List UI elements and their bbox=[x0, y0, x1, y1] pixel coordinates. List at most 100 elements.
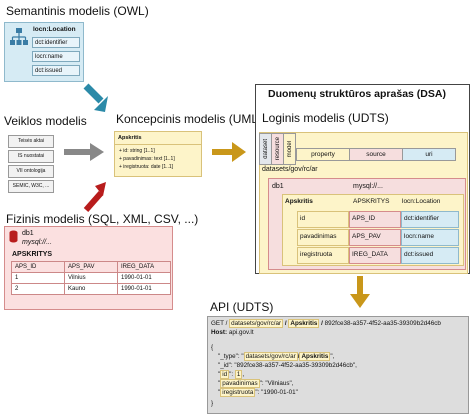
uri-cell-bg bbox=[401, 247, 459, 264]
prop-name: iregistruota bbox=[300, 251, 333, 258]
json-value: 1 bbox=[234, 370, 243, 379]
tab-uri: uri bbox=[402, 148, 456, 161]
model-uri: locn:Location bbox=[402, 198, 441, 205]
json-id2-line: "id": 1, bbox=[218, 370, 245, 379]
json-value: Vilniaus bbox=[267, 380, 290, 387]
dsa-title: Duomenų struktūros aprašas (DSA) bbox=[268, 88, 446, 100]
arrow-gold-head bbox=[232, 142, 246, 162]
path-sep: / bbox=[321, 320, 323, 327]
uml-attr: + id: string [1..1] bbox=[119, 148, 155, 154]
json-value: Apskritis bbox=[299, 352, 331, 361]
table-cell: Kauno bbox=[64, 283, 118, 295]
prop-name: pavadinimas bbox=[300, 233, 337, 240]
arrow-blue bbox=[83, 83, 104, 104]
veiklos-item: Teisės aktai bbox=[8, 135, 54, 148]
owl-prop: dct:issued bbox=[32, 65, 80, 76]
tab-label: resource bbox=[274, 137, 281, 161]
prop-cell-bg bbox=[297, 247, 349, 264]
veiklos-item: VII ontologija bbox=[8, 165, 54, 178]
json-reg-line: "iregistruota": "1990-01-01" bbox=[218, 388, 298, 397]
logical-title: Loginis modelis (UDTS) bbox=[262, 111, 389, 125]
col-header: APS_PAV bbox=[64, 261, 118, 273]
veiklos-item: SEMIC, W3C, ... bbox=[8, 180, 54, 193]
owl-prop: locn:name bbox=[32, 51, 80, 62]
json-open: { bbox=[211, 344, 214, 351]
hierarchy-icon bbox=[10, 28, 28, 45]
table-row: 1 Vilnius 1990-01-01 bbox=[11, 272, 171, 284]
tab-label: uri bbox=[425, 151, 433, 158]
uml-class-box: Apskritis + id: string [1..1] + pavadini… bbox=[114, 131, 202, 177]
uml-attr: + iregistruota: date [1..1] bbox=[119, 164, 174, 170]
json-key: _id bbox=[220, 362, 229, 369]
path-dataset: datasets/gov/rc/ar bbox=[229, 319, 284, 328]
col-header: IREG_DATA bbox=[117, 261, 171, 273]
json-key: iregistruota bbox=[220, 388, 256, 397]
json-value: datasets/gov/rc/ar bbox=[243, 352, 298, 361]
model-name: Apskritis bbox=[285, 198, 313, 205]
json-value: 892fce38-a357-4f52-aa35-39309b2d46cb bbox=[236, 362, 353, 369]
json-type-line: "_type": "datasets/gov/rc/ar/Apskritis", bbox=[218, 352, 335, 361]
owl-prop: dct:identifier bbox=[32, 37, 80, 48]
owl-title: Semantinis modelis (OWL) bbox=[6, 4, 149, 18]
arrow-red-head bbox=[95, 182, 106, 196]
arrow-gold-down-head bbox=[350, 294, 370, 308]
src-cell-bg bbox=[349, 229, 401, 246]
table-cell: 1990-01-01 bbox=[117, 272, 171, 284]
table-cell: Vilnius bbox=[64, 272, 118, 284]
prop-cell-bg bbox=[297, 229, 349, 246]
path-id: 892fce38-a357-4f52-aa35-39309b2d46cb bbox=[324, 320, 441, 327]
path-model: Apskritis bbox=[288, 319, 320, 328]
api-box: GET / datasets/gov/rc/ar / Apskritis / 8… bbox=[207, 316, 469, 414]
arrow-red bbox=[83, 191, 104, 212]
src-cell-bg bbox=[349, 211, 401, 228]
json-name-line: "pavadinimas": "Vilniaus", bbox=[218, 379, 294, 388]
model-source: APSKRITYS bbox=[353, 198, 390, 205]
api-title: API (UDTS) bbox=[210, 300, 274, 314]
prop-source: APS_PAV bbox=[352, 233, 381, 240]
api-request-line: GET / datasets/gov/rc/ar / Apskritis / 8… bbox=[211, 319, 441, 328]
table-header-row: APS_ID APS_PAV IREG_DATA bbox=[11, 261, 171, 273]
table-cell: 1 bbox=[11, 272, 65, 284]
fizinis-box: db1 mysql://... APSKRITYS APS_ID APS_PAV… bbox=[4, 226, 173, 310]
host-line: Host: api.gov.lt bbox=[211, 329, 254, 336]
json-key: pavadinimas bbox=[220, 379, 260, 388]
json-close: } bbox=[211, 400, 214, 407]
prop-uri: locn:name bbox=[404, 233, 434, 240]
tab-property: property bbox=[296, 148, 350, 161]
table-cell: 1990-01-01 bbox=[117, 283, 171, 295]
tab-model: model bbox=[283, 133, 296, 165]
prop-source: IREG_DATA bbox=[352, 251, 388, 258]
tab-source: source bbox=[349, 148, 403, 161]
tab-label: property bbox=[311, 151, 335, 158]
veiklos-item: IS nuostatai bbox=[8, 150, 54, 163]
resource-name: db1 bbox=[272, 183, 284, 190]
tab-label: source bbox=[366, 151, 386, 158]
resource-source: mysql://... bbox=[353, 183, 383, 190]
uri-cell-bg bbox=[401, 229, 459, 246]
json-value: 1990-01-01 bbox=[263, 389, 296, 396]
json-key: _type bbox=[220, 353, 236, 360]
tab-label: dataset bbox=[262, 139, 269, 159]
uml-class-name: Apskritis bbox=[118, 135, 142, 141]
path-sep: / bbox=[298, 353, 300, 360]
database-icon bbox=[9, 230, 18, 243]
prop-source: APS_ID bbox=[352, 215, 376, 222]
arrow-gray-head bbox=[90, 143, 104, 161]
tab-label: model bbox=[286, 140, 293, 158]
col-header: APS_ID bbox=[11, 261, 65, 273]
uri-cell-bg bbox=[401, 211, 459, 228]
uml-divider bbox=[115, 144, 201, 145]
db-dsn: mysql://... bbox=[22, 239, 52, 246]
dataset-path: datasets/gov/rc/ar bbox=[262, 166, 318, 173]
http-method: GET / bbox=[211, 320, 228, 327]
prop-cell-bg bbox=[297, 211, 349, 228]
json-key: id bbox=[220, 370, 230, 379]
veiklos-title: Veiklos modelis bbox=[4, 114, 87, 128]
host-value: api.gov.lt bbox=[228, 329, 254, 336]
json-id-line: "_id": "892fce38-a357-4f52-aa35-39309b2d… bbox=[218, 362, 357, 369]
owl-class: locn:Location bbox=[33, 26, 76, 33]
konceptual-title: Koncepcinis modelis (UML) bbox=[116, 112, 263, 126]
table-cell: 2 bbox=[11, 283, 65, 295]
arrow-blue-head bbox=[94, 96, 108, 112]
